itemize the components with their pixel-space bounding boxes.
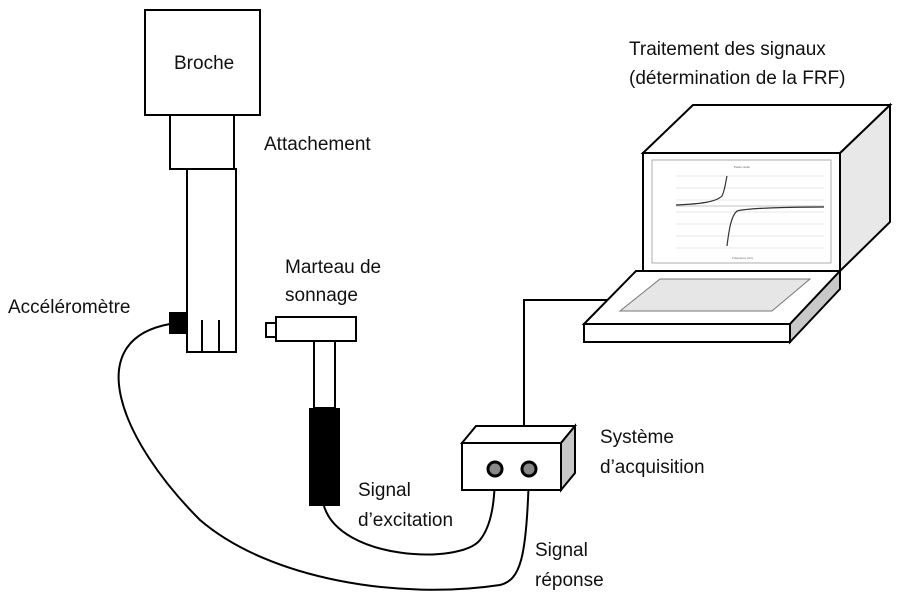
tool: Accéléromètre [8, 168, 237, 353]
laptop: Partie réelle Fréquence (Hz) Traitement … [581, 39, 893, 345]
marteau-label-line1: Marteau de [285, 257, 381, 278]
screen-frf-plot: Partie réelle Fréquence (Hz) [675, 165, 825, 260]
connector-excitation [486, 460, 504, 478]
traitement-label-line2: (détermination de la FRF) [629, 68, 845, 89]
hammer-cable [323, 469, 496, 556]
marteau-label-line2: sonnage [285, 285, 358, 306]
screen-plot-title: Partie réelle [734, 165, 750, 169]
acquisition-front [461, 442, 562, 491]
screen-plot-xlabel: Fréquence (Hz) [732, 256, 753, 260]
hammer-head [275, 316, 357, 342]
screen-plot-curve-left [675, 175, 728, 206]
spindle: Broche [144, 9, 261, 116]
hammer-handle [313, 340, 336, 409]
accelerometer-cable [117, 323, 530, 591]
attachement-label: Attachement [264, 134, 371, 155]
connector-response [520, 460, 538, 478]
tool-shank [186, 168, 237, 353]
broche-box [144, 9, 261, 116]
screen-plot-gridlines [676, 175, 824, 249]
broche-label: Broche [174, 53, 234, 74]
accelerometer-sensor [169, 312, 188, 334]
signal-excitation-label-line1: Signal [358, 480, 411, 501]
accelerometre-label: Accéléromètre [8, 297, 131, 318]
acquisition-system: Système d’acquisition [459, 423, 705, 493]
systeme-label-line2: d’acquisition [600, 457, 705, 478]
cables [117, 299, 608, 591]
laptop-touchpad [618, 278, 812, 312]
hammer-tip [265, 322, 277, 338]
signal-reponse-label-line2: réponse [535, 570, 604, 591]
signal-excitation-label-line2: d’excitation [358, 510, 453, 531]
acquisition-top [459, 425, 578, 444]
laptop-display [651, 159, 832, 264]
traitement-label-line1: Traitement des signaux [629, 39, 826, 60]
impact-hammer: Marteau de sonnage [265, 257, 381, 506]
systeme-label-line1: Système [600, 427, 674, 448]
attachement-block [169, 114, 235, 170]
signal-reponse-label-line1: Signal [535, 540, 588, 561]
laptop-cable [523, 299, 608, 430]
hammer-grip [309, 408, 340, 506]
screen-plot-curve-right [726, 206, 825, 247]
laptop-base-front [583, 323, 791, 343]
tool-holder: Attachement [169, 114, 371, 170]
